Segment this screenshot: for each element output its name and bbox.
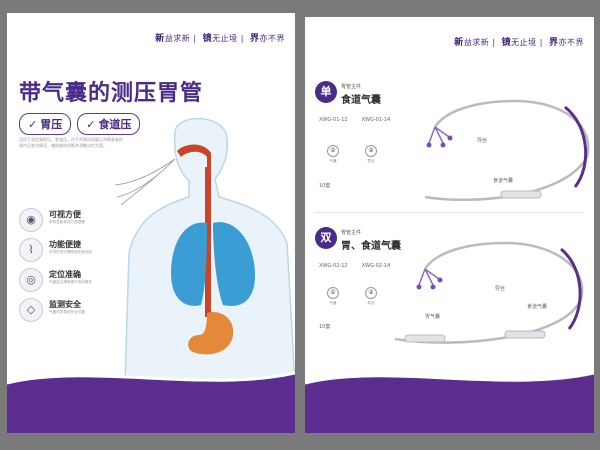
check-icon: ✓ xyxy=(86,118,96,131)
stomach xyxy=(188,311,234,355)
poster-right: 新益求新 | 镜无止境 | 界亦不界 单 胃管主件 食道气囊 XWG-01-12… xyxy=(305,17,594,433)
slogan: 新益求新 | 镜无止境 | 界亦不界 xyxy=(454,38,584,48)
product-name: 胃、食道气囊 xyxy=(341,241,401,252)
product-badge-double: 双 xyxy=(315,227,337,249)
feature-visual: ◉ 可视方便 带有显影标线方便观察 xyxy=(19,208,129,236)
tube-icon: ⌇ xyxy=(19,238,43,262)
label-gastric-balloon: 胃气囊 xyxy=(425,314,441,320)
product-tube-double xyxy=(394,241,584,344)
label-guidewire: 导丝 xyxy=(495,286,506,292)
poster-left: 新益求新 | 镜无止境 | 界亦不界 带气囊的测压胃管 ✓胃压 ✓食道压 适用于… xyxy=(7,13,295,433)
target-icon: ◎ xyxy=(19,268,43,292)
poster-title: 带气囊的测压胃管 xyxy=(19,81,204,106)
right-lung xyxy=(213,222,255,306)
product-tube-single xyxy=(424,99,590,202)
pack-quantity: 10套 xyxy=(319,183,331,189)
label-esophageal-balloon: 食道气囊 xyxy=(493,178,514,184)
product-name: 食道气囊 xyxy=(341,95,381,106)
product-subtitle: 胃管主件 xyxy=(341,84,362,90)
decorative-wave xyxy=(7,371,295,433)
eye-icon: ◉ xyxy=(19,208,43,232)
chip-esophageal-pressure: ✓食道压 xyxy=(77,113,141,135)
feature-safety: ◇ 监测安全 气囊材质柔软安全可靠 xyxy=(19,298,129,326)
chip-gastric-pressure: ✓胃压 xyxy=(19,113,72,135)
product-badge-single: 单 xyxy=(315,81,337,103)
feature-positioning: ◎ 定位准确 气囊定位清晰便于临床操作 xyxy=(19,268,129,296)
shield-icon: ◇ xyxy=(19,298,43,322)
esophagus xyxy=(205,167,211,317)
left-lung xyxy=(171,222,207,306)
slogan: 新益求新 | 镜无止境 | 界亦不界 xyxy=(155,34,285,44)
anatomy-illustration xyxy=(115,117,295,383)
feature-convenient: ⌇ 功能便捷 可同时进行胃肠减压和测压 xyxy=(19,238,129,266)
label-esophageal-balloon: 食道气囊 xyxy=(527,304,548,310)
divider xyxy=(315,212,584,213)
product-subtitle: 胃管主件 xyxy=(341,230,362,236)
pack-quantity: 10套 xyxy=(319,324,331,330)
feature-chips: ✓胃压 ✓食道压 xyxy=(19,113,141,135)
label-guidewire: 导丝 xyxy=(477,138,488,144)
decorative-wave xyxy=(305,371,594,433)
catheter-lines xyxy=(115,158,176,206)
description-text: 适用于测定胃腔压、食道压，在手术期间测量以判断患者的胃内压变化情况，辅助临床判断… xyxy=(19,137,123,148)
nasal-passage xyxy=(177,144,211,169)
check-icon: ✓ xyxy=(28,118,38,131)
